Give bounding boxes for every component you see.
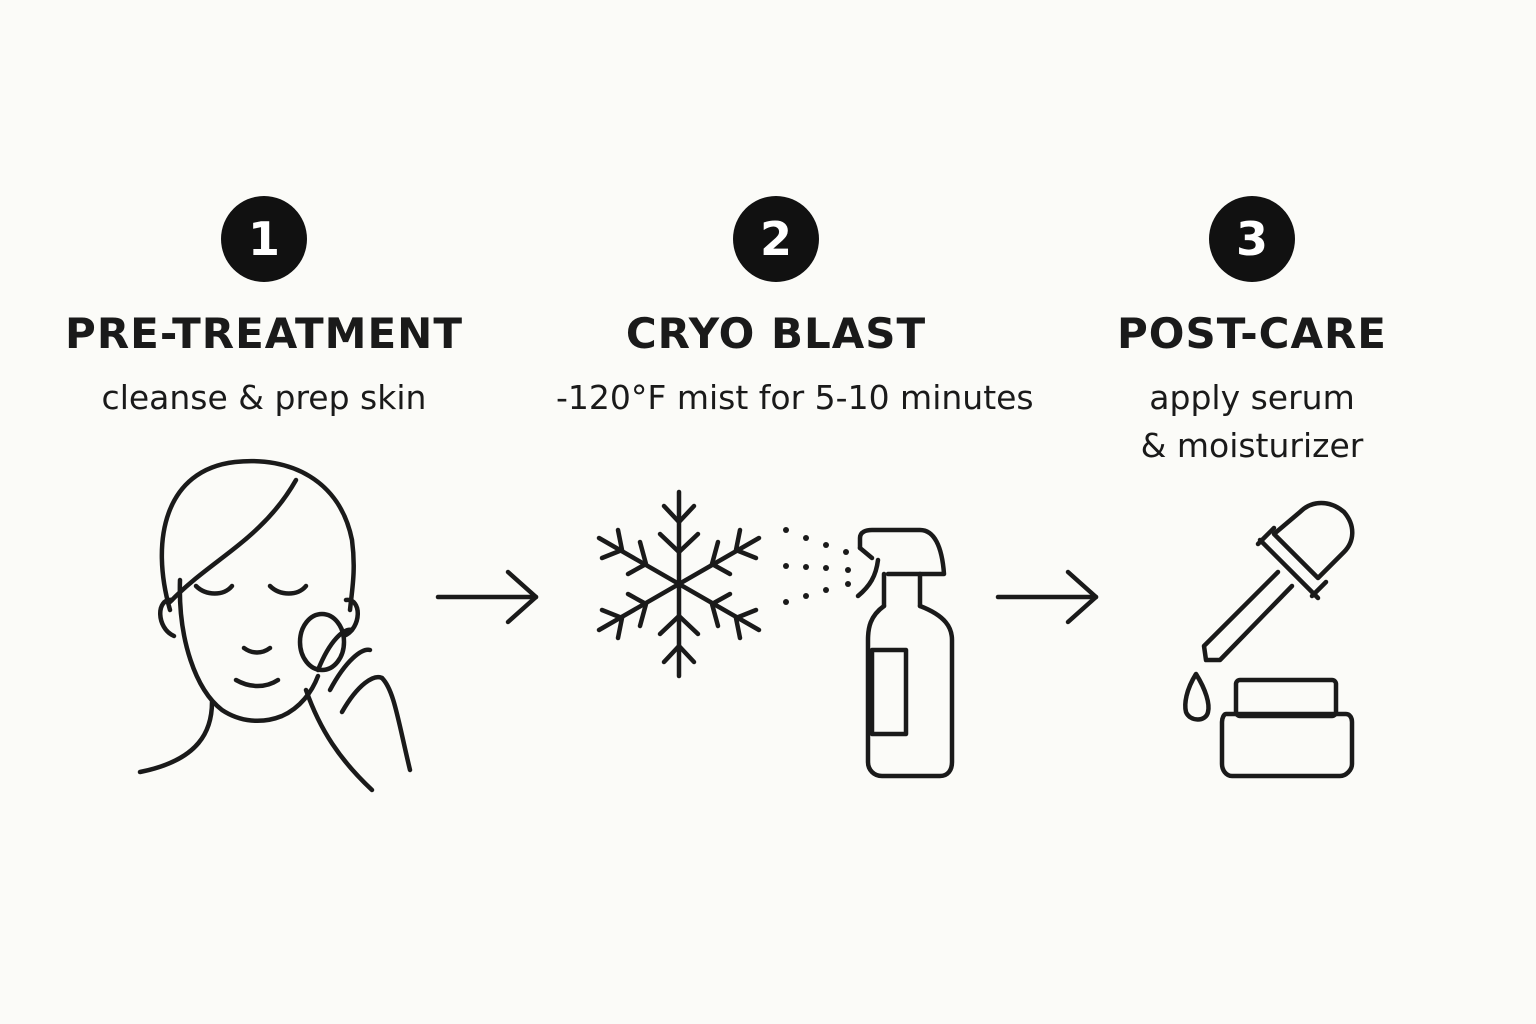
step-description: apply serum & moisturizer <box>1032 374 1472 470</box>
spray-bottle-icon <box>855 527 955 779</box>
step-description-line: apply serum <box>1149 378 1355 417</box>
step-title: PRE-TREATMENT <box>65 309 463 358</box>
dropper-icon <box>1201 500 1355 663</box>
step-number-badge: 2 <box>733 196 819 282</box>
step-description: -120°F mist for 5-10 minutes <box>556 374 1034 422</box>
step-title: POST-CARE <box>1116 309 1387 358</box>
face-cleansing-icon <box>137 458 413 793</box>
step-description-line: cleanse & prep skin <box>101 378 427 417</box>
cream-jar-icon <box>1219 677 1355 779</box>
drop-icon <box>1183 671 1211 722</box>
right-arrow-icon <box>995 569 1099 625</box>
spray-mist-icon <box>783 527 851 605</box>
step-description-line: -120°F mist for 5-10 minutes <box>556 378 1034 417</box>
snowflake-icon <box>596 489 762 679</box>
step-number-badge: 3 <box>1209 196 1295 282</box>
step-description: cleanse & prep skin <box>44 374 484 422</box>
right-arrow-icon <box>435 569 539 625</box>
step-description-line: & moisturizer <box>1140 426 1364 465</box>
step-title: CRYO BLAST <box>625 309 927 358</box>
step-number-badge: 1 <box>221 196 307 282</box>
